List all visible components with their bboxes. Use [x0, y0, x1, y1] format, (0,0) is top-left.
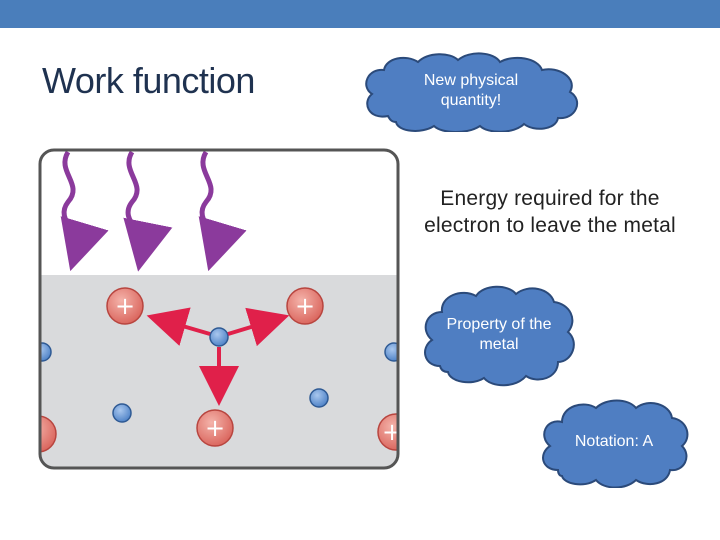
svg-text:+: +	[295, 292, 315, 320]
electron-dot-icon	[309, 388, 329, 408]
plus-ion-icon: +	[196, 409, 234, 447]
electron-dot-icon	[112, 403, 132, 423]
diagram-frame	[38, 148, 400, 470]
slide-title: Work function	[42, 60, 255, 101]
plus-ion-icon	[40, 415, 57, 453]
force-arrow-icon	[227, 307, 290, 347]
callout-property: Property of the metal	[420, 282, 578, 388]
svg-text:+: +	[382, 418, 402, 446]
callout-notation: Notation: A	[538, 396, 690, 488]
callout-notation-text: Notation: A	[574, 433, 654, 450]
plus-ion-icon: +	[286, 287, 324, 325]
callout-new-quantity-text: New physical quantity!	[423, 72, 519, 109]
plus-ion-icon: +	[106, 287, 144, 325]
svg-text:+: +	[115, 292, 135, 320]
plus-ion-icon: +	[377, 413, 402, 451]
electron-dot-icon	[384, 342, 398, 362]
top-accent-bar	[0, 0, 720, 28]
photon-wave-icon	[198, 150, 247, 272]
metal-surface-illustration: + + + +	[38, 148, 402, 470]
cloud-shape-icon	[365, 52, 579, 132]
photon-wave-icon	[60, 150, 109, 272]
photoelectric-diagram: + + + +	[30, 140, 410, 480]
electron-dot-icon	[40, 342, 52, 362]
svg-text:+: +	[205, 414, 225, 442]
callout-property-text: Property of the metal	[446, 316, 552, 353]
force-arrow-icon	[146, 307, 211, 346]
definition-text: Energy required for the electron to leav…	[424, 187, 676, 237]
cloud-shape-icon	[424, 285, 575, 387]
cloud-shape-icon	[542, 399, 689, 488]
electron-dot-icon	[209, 327, 229, 347]
photon-wave-icon	[123, 150, 173, 272]
callout-new-quantity: New physical quantity!	[358, 50, 584, 132]
